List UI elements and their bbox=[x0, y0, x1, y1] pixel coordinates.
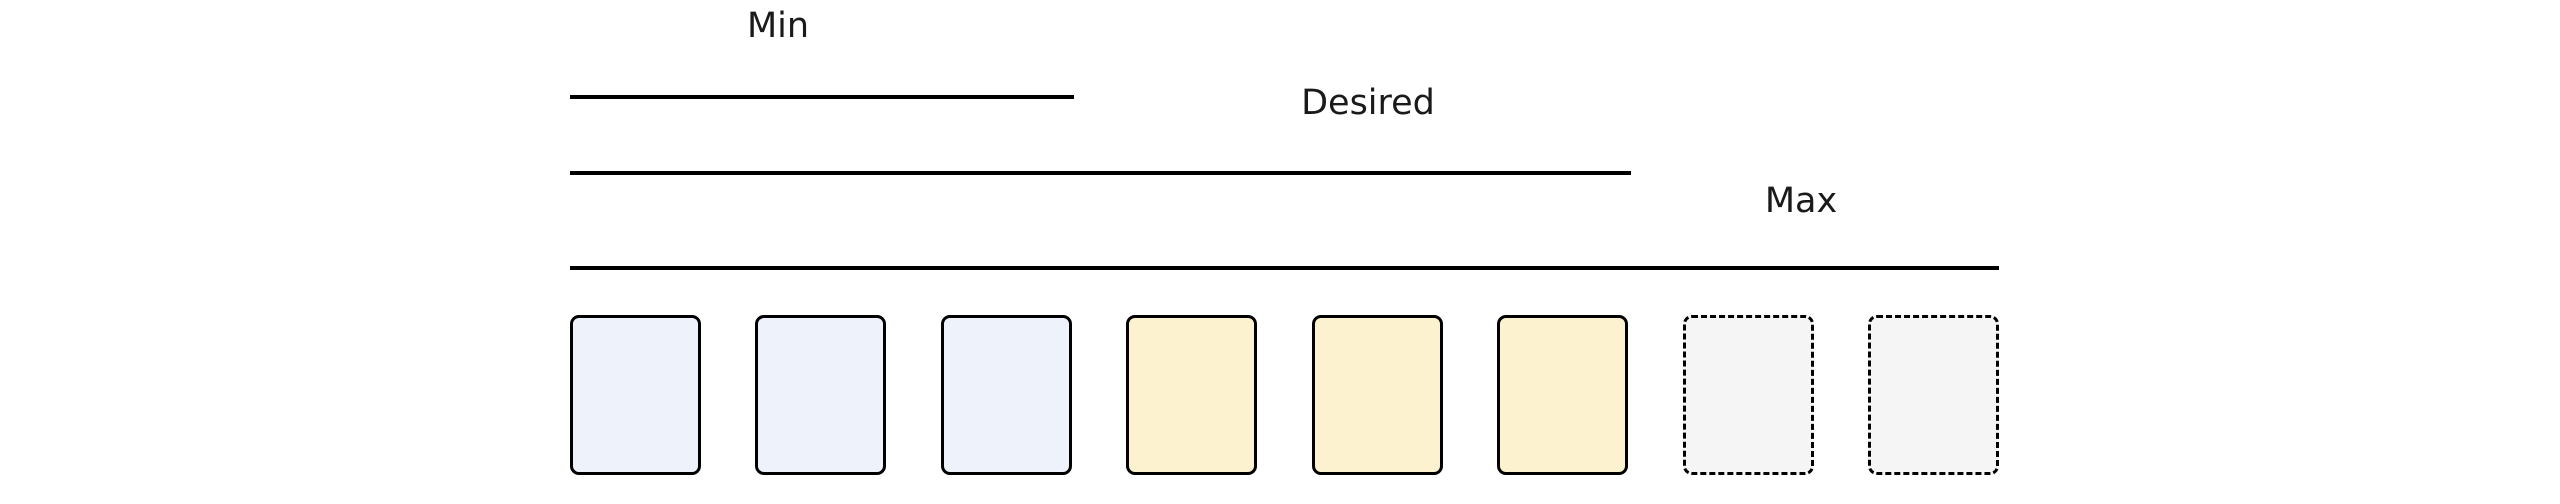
desired-range-line bbox=[570, 171, 1631, 175]
slot-desired-1 bbox=[1126, 315, 1257, 475]
max-label: Max bbox=[1764, 181, 1838, 221]
slot-desired-2 bbox=[1312, 315, 1443, 475]
slot-min-1 bbox=[570, 315, 701, 475]
slot-desired-3 bbox=[1497, 315, 1628, 475]
slot-min-3 bbox=[941, 315, 1072, 475]
max-range-line bbox=[570, 266, 1999, 270]
desired-label: Desired bbox=[1301, 83, 1435, 123]
slot-max-2 bbox=[1868, 315, 1999, 475]
slot-min-2 bbox=[755, 315, 886, 475]
slot-max-1 bbox=[1683, 315, 1814, 475]
min-label: Min bbox=[746, 6, 810, 46]
min-range-line bbox=[570, 95, 1074, 99]
